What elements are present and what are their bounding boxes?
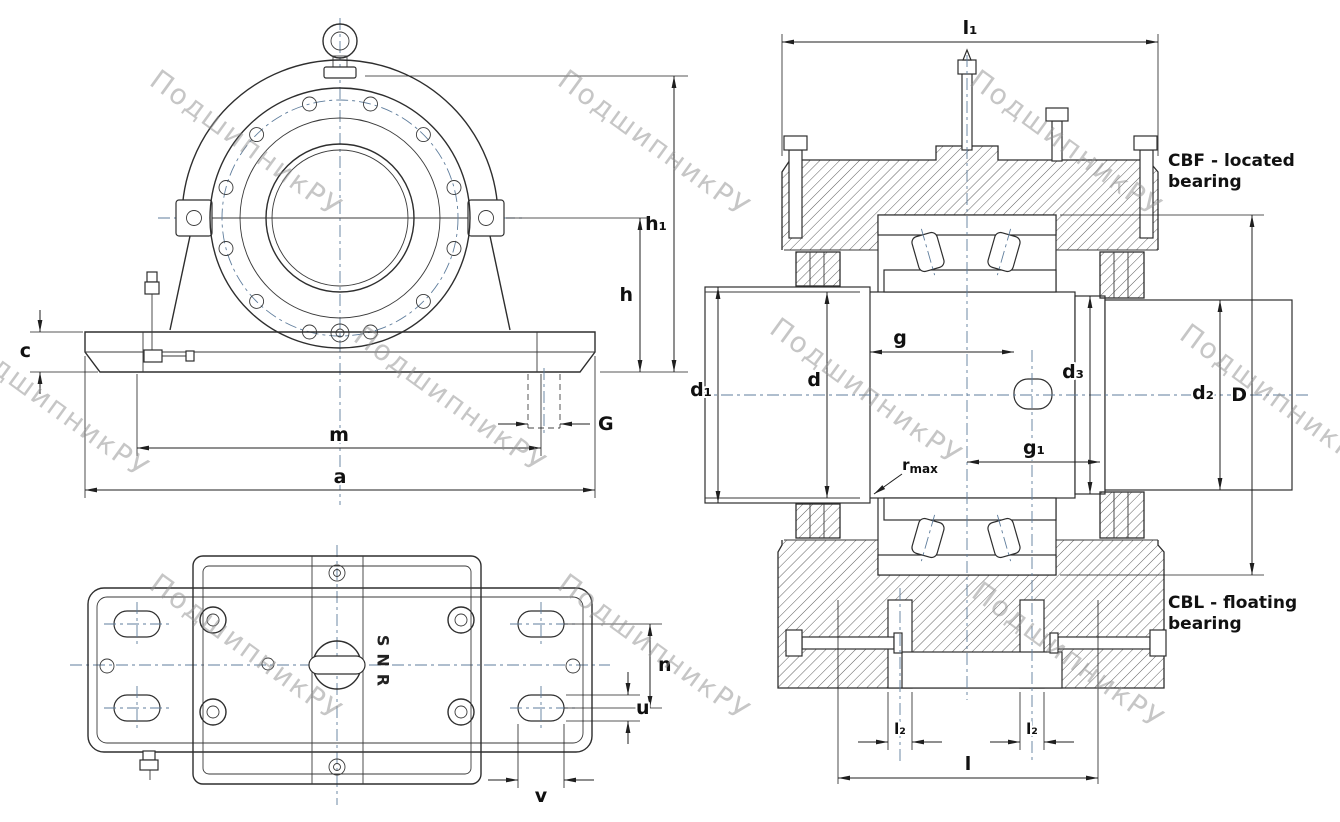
bearing-flange	[209, 87, 471, 349]
dim-label-l1: l₁	[963, 17, 978, 39]
dim-label-u: u	[636, 697, 650, 719]
brand-text: SNR	[374, 635, 393, 693]
dim-label-g1: g₁	[1023, 437, 1045, 459]
watermark-text: ПодшипникРУ	[348, 319, 553, 480]
watermark-text: ПодшипникРУ	[144, 63, 349, 224]
cbl-annotation-line1: CBL - floating	[1168, 593, 1297, 613]
dim-label-l2-right: l₂	[1026, 720, 1038, 738]
dim-label-d3: d₃	[1062, 361, 1084, 383]
cbf-annotation-line1: CBF - located	[1168, 151, 1295, 171]
bolt-circle	[221, 99, 459, 337]
watermark-text: ПодшипникРУ	[144, 567, 349, 728]
inner-ring-bottom	[883, 497, 1057, 521]
cap-bolt	[1045, 107, 1069, 162]
flange-outer-circle	[209, 87, 471, 349]
base-bolt-right	[1049, 629, 1167, 657]
grease-fitting-top-view	[139, 750, 159, 780]
top-view-dimensions: n u v	[488, 623, 674, 809]
dim-label-d1: d₁	[690, 379, 712, 401]
dim-label-l: l	[965, 753, 972, 775]
cbf-annotation-line2: bearing	[1168, 172, 1242, 192]
roller	[987, 514, 1021, 562]
dim-label-v: v	[535, 785, 548, 807]
dim-label-m: m	[329, 424, 349, 446]
split-lug-right	[467, 199, 505, 237]
annotations: CBF - located bearing CBL - floating bea…	[1168, 151, 1297, 634]
locating-ring	[1013, 378, 1053, 410]
section-view-dimensions: l₁ d₁ d g g₁ d₃ d₂ D rmax	[688, 15, 1264, 784]
center-boss	[308, 640, 366, 690]
roller	[911, 514, 945, 562]
roller	[911, 228, 945, 276]
dim-label-d2: d₂	[1192, 382, 1214, 404]
dim-label-rmax: rmax	[902, 456, 938, 476]
housing-cap	[169, 59, 511, 331]
dim-label-d: d	[807, 369, 821, 391]
inner-ring-top	[883, 269, 1057, 293]
dim-label-n: n	[658, 654, 672, 676]
bore-circle	[265, 143, 415, 293]
dim-label-G: G	[598, 413, 614, 435]
cbl-annotation-line2: bearing	[1168, 614, 1242, 634]
roller	[987, 228, 1021, 276]
base-bolt-left	[785, 629, 903, 657]
top-view: SNR n u v	[70, 545, 674, 809]
watermark-text: ПодшипникРУ	[552, 63, 757, 224]
base-plate	[87, 587, 593, 753]
dim-label-g: g	[893, 327, 907, 349]
front-view-dimensions: h₁ h c G m a	[18, 75, 688, 498]
rmax-base: r	[902, 456, 910, 474]
cap-stud-left	[783, 135, 808, 239]
dim-label-a: a	[334, 466, 347, 488]
split-lug-left	[175, 199, 213, 237]
housing-base	[84, 331, 596, 373]
seals	[795, 251, 1145, 539]
section-view: l₁ d₁ d g g₁ d₃ d₂ D rmax	[688, 15, 1310, 784]
grease-fitting	[143, 271, 195, 363]
dim-label-c: c	[20, 340, 31, 362]
rmax-sub: max	[910, 462, 939, 476]
dim-label-l2-left: l₂	[894, 720, 906, 738]
grease-port	[330, 323, 350, 343]
cap-stud-right	[1133, 135, 1158, 239]
hidden-stud	[527, 368, 561, 436]
base-recess	[901, 651, 1063, 689]
cap-bolts-top	[99, 564, 581, 776]
eyebolt-edge-view	[308, 655, 366, 675]
dim-label-h1: h₁	[645, 213, 667, 235]
dim-label-D: D	[1231, 384, 1247, 406]
dim-label-h: h	[619, 284, 633, 306]
front-view: h₁ h c G m a	[18, 18, 688, 505]
eyebolt	[322, 23, 358, 79]
